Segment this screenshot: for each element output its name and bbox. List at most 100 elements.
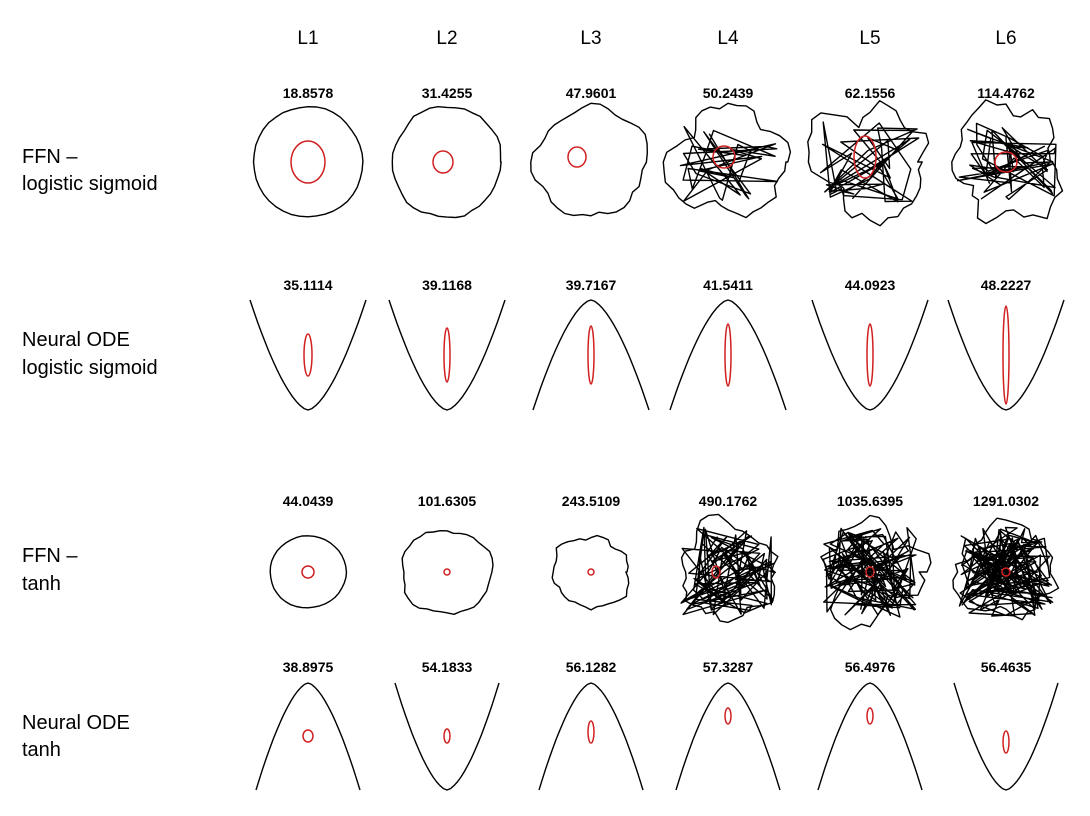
cell-value: 114.4762 [977, 85, 1035, 101]
red-contour [567, 146, 587, 168]
column-label-l2: L2 [436, 28, 457, 49]
column-label-l6: L6 [995, 28, 1016, 49]
cell-r3-l4: 57.3287 [675, 659, 781, 791]
red-contour [443, 568, 451, 576]
cell-value: 41.5411 [703, 277, 753, 293]
landscape-curve [249, 299, 367, 411]
cell-value: 243.5109 [562, 493, 621, 509]
cell-r0-l4: 50.2439 [662, 85, 792, 219]
cell-r0-l2: 31.4255 [391, 85, 502, 219]
red-contour [724, 707, 732, 725]
cell-value: 31.4255 [422, 85, 473, 101]
landscape-curve [675, 682, 781, 791]
chaotic-trajectory [679, 125, 779, 202]
cell-value: 50.2439 [703, 85, 754, 101]
cell-value: 490.1762 [699, 493, 758, 509]
row-label-2-line-1: tanh [22, 573, 61, 595]
cell-value: 47.9601 [566, 85, 617, 101]
landscape-curve [817, 682, 923, 791]
landscape-curve [269, 535, 348, 609]
cell-r1-l1: 35.1114 [249, 277, 367, 411]
column-label-l3: L3 [580, 28, 601, 49]
red-contour [443, 327, 451, 383]
landscape-curve [255, 682, 361, 791]
red-contour [866, 323, 874, 387]
column-label-l5: L5 [859, 28, 880, 49]
landscape-curve [669, 299, 787, 411]
cell-value: 62.1556 [845, 85, 896, 101]
red-contour [1001, 567, 1011, 577]
cell-r1-l2: 39.1168 [388, 277, 506, 411]
cell-r1-l6: 48.2227 [947, 277, 1065, 411]
landscape-curve [953, 682, 1059, 791]
landscape-curve [680, 513, 779, 624]
red-contour [587, 325, 595, 385]
cell-value: 38.8975 [283, 659, 334, 675]
cell-r2-l1: 44.0439 [269, 493, 348, 609]
red-contour [1002, 730, 1010, 754]
column-label-l1: L1 [297, 28, 318, 49]
cell-value: 57.3287 [703, 659, 754, 675]
cell-r3-l2: 54.1833 [394, 659, 500, 791]
cell-r0-l5: 62.1556 [807, 85, 930, 227]
cell-r3-l1: 38.8975 [255, 659, 361, 791]
landscape-curve [551, 534, 630, 611]
cell-value: 1291.0302 [973, 493, 1039, 509]
chaotic-trajectory [958, 526, 1054, 617]
red-contour [853, 135, 877, 179]
landscape-curve [538, 682, 644, 791]
landscape-curve [394, 682, 500, 791]
red-contour [711, 565, 721, 579]
landscape-curve [532, 299, 650, 411]
cell-r1-l3: 39.7167 [532, 277, 650, 411]
cell-r2-l6: 1291.0302 [952, 493, 1060, 621]
cell-value: 39.1168 [422, 277, 472, 293]
red-contour [432, 150, 454, 174]
landscape-curve [811, 299, 929, 411]
landscape-curve [401, 530, 494, 615]
chaotic-trajectory [680, 526, 776, 616]
cell-r1-l4: 41.5411 [669, 277, 787, 411]
cell-value: 56.4976 [845, 659, 896, 675]
red-contour [303, 333, 313, 377]
red-contour [290, 140, 326, 184]
cell-r1-l5: 44.0923 [811, 277, 929, 411]
cell-r3-l6: 56.4635 [953, 659, 1059, 791]
red-contour [1002, 305, 1010, 405]
cell-value: 35.1114 [283, 277, 332, 293]
cell-r0-l6: 114.4762 [951, 85, 1064, 225]
row-label-2-line-0: FFN – [22, 545, 78, 567]
cell-r2-l2: 101.6305 [401, 493, 494, 615]
cell-value: 39.7167 [566, 277, 617, 293]
row-label-0-line-1: logistic sigmoid [22, 173, 158, 195]
row-label-0-line-0: FFN – [22, 146, 78, 168]
cell-r2-l5: 1035.6395 [820, 493, 932, 631]
red-contour [301, 565, 315, 579]
chaotic-trajectory [822, 527, 917, 618]
cell-value: 18.8578 [283, 85, 334, 101]
cell-r0-l1: 18.8578 [252, 85, 364, 218]
row-label-3-line-1: tanh [22, 739, 61, 761]
red-contour [994, 151, 1018, 173]
red-contour [302, 729, 314, 743]
chaotic-trajectory [819, 121, 920, 203]
red-contour [724, 323, 732, 387]
red-contour [587, 720, 595, 744]
cell-r2-l4: 490.1762 [680, 493, 779, 624]
cell-value: 54.1833 [422, 659, 473, 675]
landscape-curve [951, 99, 1064, 225]
cell-r0-l3: 47.9601 [530, 85, 648, 217]
landscape-curve [252, 106, 364, 218]
red-contour [712, 145, 736, 169]
landscape-curve [391, 106, 502, 219]
cell-value: 48.2227 [981, 277, 1032, 293]
cell-value: 101.6305 [418, 493, 477, 509]
cell-value: 56.1282 [566, 659, 617, 675]
row-label-1-line-0: Neural ODE [22, 329, 130, 351]
cell-r3-l5: 56.4976 [817, 659, 923, 791]
cell-value: 56.4635 [981, 659, 1032, 675]
row-label-3-line-0: Neural ODE [22, 712, 130, 734]
